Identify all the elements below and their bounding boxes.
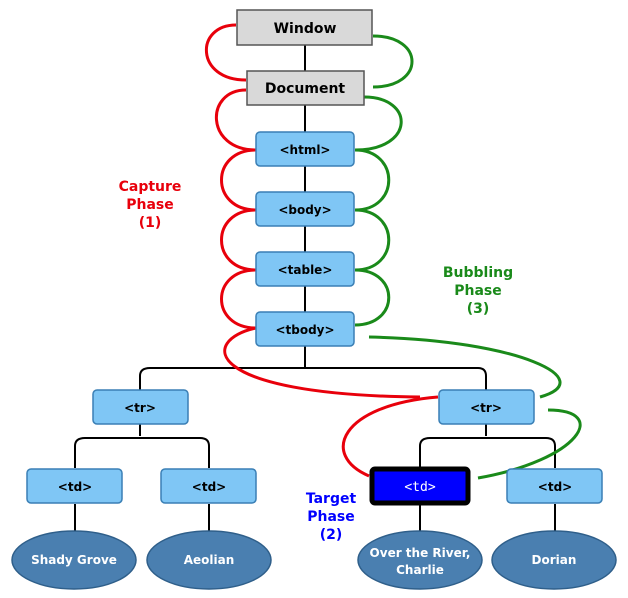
document-node: Document (246, 70, 365, 106)
tr-left-node: <tr> (92, 389, 189, 425)
td-4-node: <td> (506, 468, 603, 504)
capture-phase-label: Capture Phase (1) (119, 179, 182, 231)
capture-label-line3: (1) (139, 215, 162, 231)
td-1-label: <td> (58, 480, 92, 494)
capture-label-line2: Phase (126, 197, 174, 213)
td-target-label: <td> (404, 480, 435, 495)
tbody-node: <tbody> (255, 311, 355, 347)
bubbling-arcs (354, 34, 582, 480)
target-phase-label: Target Phase (2) (306, 491, 357, 543)
body-node: <body> (255, 191, 355, 227)
td-2-node: <td> (160, 468, 257, 504)
bubbling-label-line3: (3) (467, 301, 490, 317)
leaf-3-label-line1: Over the River, (370, 546, 471, 560)
leaf-shady-grove: Shady Grove (11, 530, 137, 590)
td-target-node: <td> (369, 466, 471, 506)
tr-right-node: <tr> (438, 389, 535, 425)
leaf-aeolian: Aeolian (146, 530, 272, 590)
window-label: Window (274, 21, 337, 37)
leaf-over-the-river: Over the River, Charlie (357, 530, 483, 590)
td-4-label: <td> (538, 480, 572, 494)
leaf-1-label: Shady Grove (31, 553, 117, 567)
target-label-line1: Target (306, 491, 357, 507)
body-label: <body> (278, 203, 331, 217)
tr-left-label: <tr> (124, 401, 156, 415)
table-label: <table> (278, 263, 333, 277)
td-1-node: <td> (26, 468, 123, 504)
table-node: <table> (255, 251, 355, 287)
capture-label-line1: Capture (119, 179, 182, 195)
bubbling-phase-label: Bubbling Phase (3) (443, 265, 513, 317)
leaf-dorian: Dorian (491, 530, 617, 590)
capture-arcs (204, 23, 439, 478)
tr-right-label: <tr> (470, 401, 502, 415)
tbody-label: <tbody> (275, 323, 334, 337)
target-label-line2: Phase (307, 509, 355, 525)
window-node: Window (236, 9, 373, 46)
leaf-3-label-line2: Charlie (396, 563, 444, 577)
html-label: <html> (279, 143, 330, 157)
td-2-label: <td> (192, 480, 226, 494)
bubbling-label-line2: Phase (454, 283, 502, 299)
leaf-4-label: Dorian (532, 553, 577, 567)
html-node: <html> (255, 131, 355, 167)
tree-connectors (74, 45, 556, 532)
target-label-line3: (2) (320, 527, 343, 543)
document-label: Document (265, 81, 346, 97)
bubbling-label-line1: Bubbling (443, 265, 513, 281)
leaf-2-label: Aeolian (184, 553, 235, 567)
